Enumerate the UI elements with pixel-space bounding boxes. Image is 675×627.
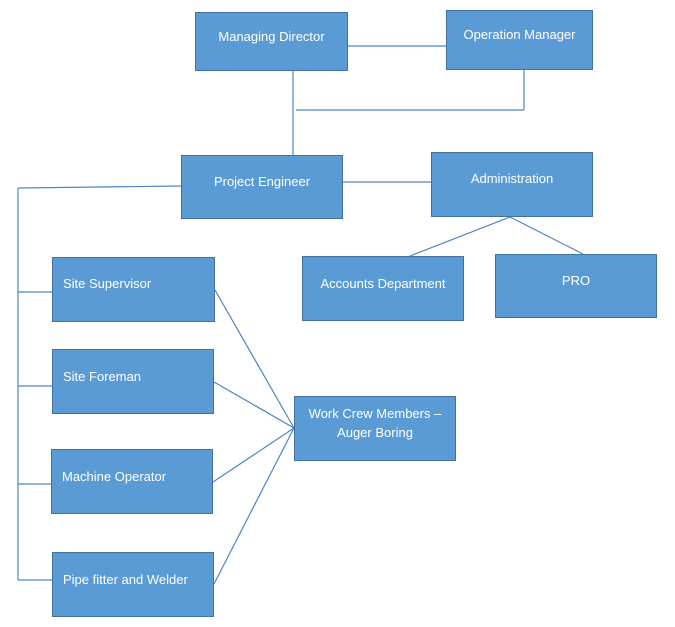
node-work-crew-members: Work Crew Members – Auger Boring [294,396,456,461]
node-pro: PRO [495,254,657,318]
node-label: Project Engineer [213,174,311,189]
node-label: Operation Manager [463,27,576,42]
node-label: PRO [561,273,591,288]
node-pipe-fitter-welder: Pipe fitter and Welder [52,552,214,617]
node-project-engineer: Project Engineer [181,155,343,219]
node-managing-director: Managing Director [195,12,348,71]
connector-admin-pro [509,216,584,255]
node-label: Site Supervisor [63,276,152,291]
node-machine-operator: Machine Operator [51,449,213,514]
node-label: Site Foreman [63,369,142,384]
connector-pe-bus [17,185,182,189]
connector-welder-crew [213,427,295,585]
connector-supervisor-crew [214,289,295,429]
node-administration: Administration [431,152,593,217]
connector-admin-accounts [409,216,511,257]
node-label: Pipe fitter and Welder [63,572,188,587]
node-label: Machine Operator [62,469,167,484]
node-site-foreman: Site Foreman [52,349,214,414]
node-accounts-department: Accounts Department [302,256,464,321]
connector-foreman-crew [213,381,295,429]
node-site-supervisor: Site Supervisor [52,257,215,322]
node-label: Accounts Department [320,276,446,291]
connector-operator-crew [212,427,295,483]
node-label: Administration [470,171,554,186]
node-operation-manager: Operation Manager [446,10,593,70]
node-label: Managing Director [218,29,325,44]
node-label-line-2: Auger Boring [337,425,413,440]
node-label-line-1: Work Crew Members – [308,406,442,421]
